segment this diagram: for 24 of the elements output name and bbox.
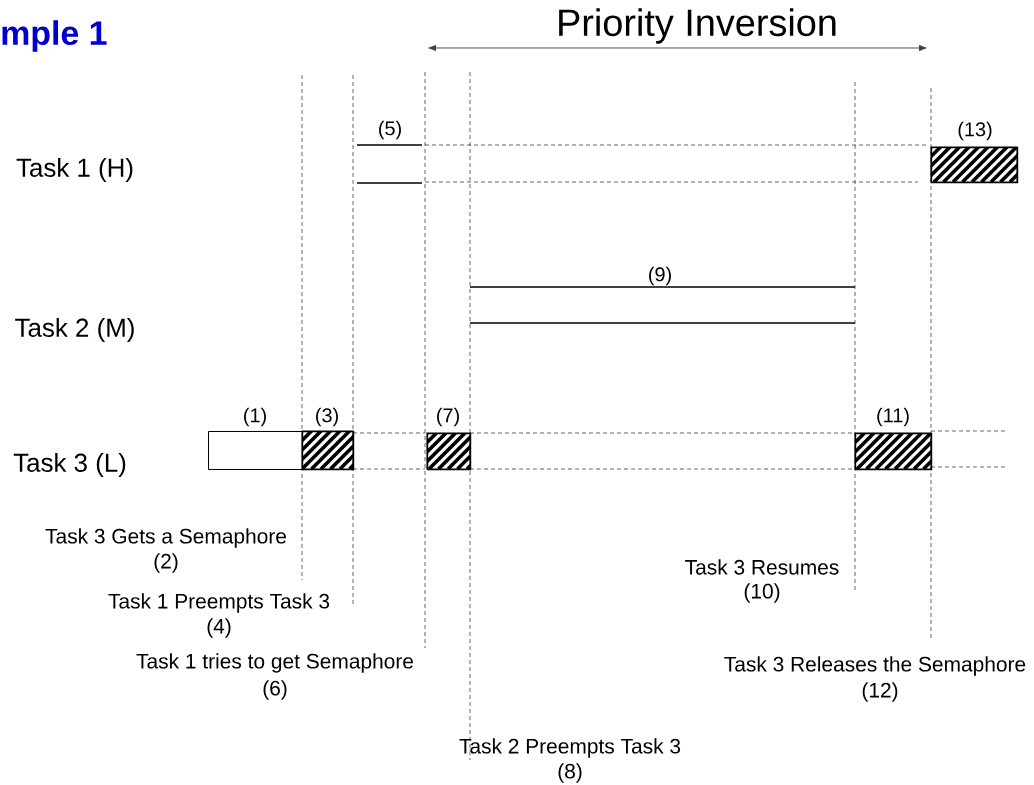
callout-number: (1) bbox=[244, 407, 266, 427]
callout-number: (10) bbox=[744, 583, 780, 603]
callout-number: (3) bbox=[316, 407, 338, 427]
callout-number: (8) bbox=[558, 763, 582, 783]
callout-number: (7) bbox=[437, 407, 459, 427]
event-label: Task 2 Preempts Task 3 bbox=[459, 738, 681, 758]
row-label: Task 1 (H) bbox=[16, 157, 133, 183]
callout-number: (11) bbox=[877, 407, 909, 427]
callout-number: (2) bbox=[154, 553, 178, 573]
callout-number: (9) bbox=[649, 266, 671, 286]
event-label: Task 3 Resumes bbox=[685, 559, 839, 575]
event-label: Task 1 tries to get Semaphore bbox=[136, 653, 413, 673]
event-label: Task 3 Releases the Semaphore bbox=[724, 656, 1026, 676]
callout-number: (13) bbox=[958, 121, 992, 141]
callout-number: (4) bbox=[207, 618, 231, 638]
callout-number: (12) bbox=[862, 682, 898, 702]
row-label: Task 2 (M) bbox=[15, 317, 134, 343]
row-label: Task 3 (L) bbox=[13, 452, 126, 478]
callout-number: (5) bbox=[379, 120, 401, 140]
title: mple 1 bbox=[2, 20, 107, 52]
event-label: Task 1 Preempts Task 3 bbox=[108, 593, 330, 613]
dimension-label: Priority Inversion bbox=[559, 8, 836, 44]
event-label: Task 3 Gets a Semaphore bbox=[45, 528, 286, 548]
callout-number: (6) bbox=[263, 680, 287, 700]
